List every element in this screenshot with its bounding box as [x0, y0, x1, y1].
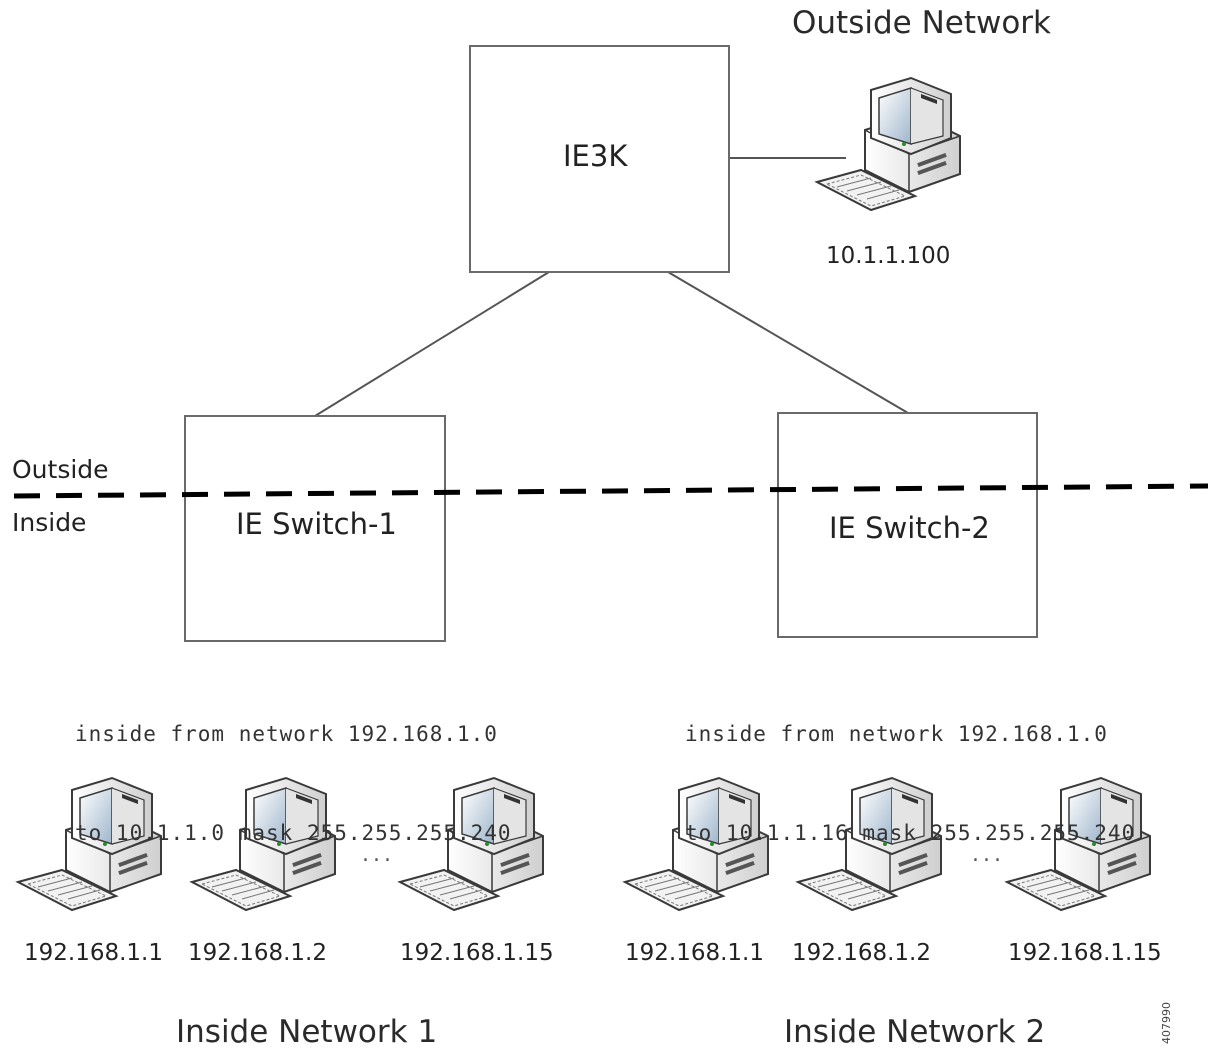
inside-network-1-title: Inside Network 1 [176, 1014, 438, 1050]
link-ie3k-switch-1 [314, 271, 550, 417]
ie-switch-2-label: IE Switch-2 [829, 511, 990, 545]
switch-2-nat-rule-line-2: to 10.1.1.16 mask 255.255.255.240 [685, 821, 1136, 845]
ie-switch-1-box [184, 415, 446, 642]
outside-host-ip: 10.1.1.100 [826, 243, 951, 269]
inside-1-host-15-ip: 192.168.1.15 [400, 940, 554, 966]
ie3k-box [469, 45, 730, 273]
switch-2-nat-rule: inside from network 192.168.1.0 to 10.1.… [685, 652, 1135, 883]
zone-outside-label: Outside [12, 455, 109, 484]
inside-2-host-2-ip: 192.168.1.2 [792, 940, 931, 966]
inside-2-host-1-ip: 192.168.1.1 [625, 940, 764, 966]
switch-1-nat-rule-line-1: inside from network 192.168.1.0 [75, 722, 498, 746]
outside-host-computer-icon [816, 77, 961, 211]
figure-id: 407990 [1160, 1002, 1173, 1044]
switch-1-nat-rule: inside from network 192.168.1.0 to 10.1.… [75, 652, 512, 883]
ie-switch-1-label: IE Switch-1 [236, 507, 397, 541]
ie-switch-2-box [777, 412, 1038, 638]
outside-network-title: Outside Network [792, 5, 1052, 41]
zone-inside-label: Inside [12, 508, 87, 537]
outside-inside-boundary [13, 483, 1208, 499]
inside-2-host-15-ip: 192.168.1.15 [1008, 940, 1162, 966]
inside-network-2-title: Inside Network 2 [784, 1014, 1046, 1050]
inside-1-host-1-ip: 192.168.1.1 [24, 940, 163, 966]
switch-1-nat-rule-line-2: to 10.1.1.0 mask 255.255.255.240 [75, 821, 512, 845]
ie3k-label: IE3K [563, 139, 628, 173]
inside-1-ellipsis: ... [362, 842, 395, 867]
inside-1-host-2-ip: 192.168.1.2 [188, 940, 327, 966]
inside-2-ellipsis: ... [972, 842, 1005, 867]
switch-2-nat-rule-line-1: inside from network 192.168.1.0 [685, 722, 1108, 746]
link-ie3k-switch-2 [667, 271, 909, 414]
